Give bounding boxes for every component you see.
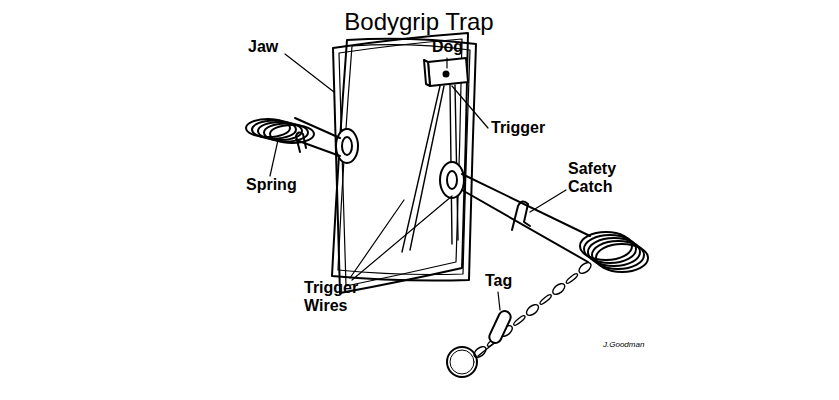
- tag: [487, 309, 512, 345]
- part-label: Safety Catch: [568, 160, 630, 196]
- jaw-frame: [332, 39, 476, 281]
- dog-hinge: [424, 60, 430, 86]
- part-label: Spring: [246, 176, 297, 194]
- chain-link: [539, 294, 552, 306]
- part-label: Tag: [485, 272, 512, 290]
- tag-link: [478, 344, 493, 356]
- chain-link: [577, 261, 593, 276]
- chain-link: [513, 315, 526, 327]
- signature: J.Goodman: [603, 340, 644, 349]
- leader-line: [446, 58, 447, 68]
- jaw-frame-inner: [339, 39, 462, 286]
- leader-line: [530, 190, 566, 212]
- dog-plate: [428, 58, 468, 86]
- leader-line: [498, 292, 500, 310]
- trigger-wire: [402, 86, 440, 252]
- pivot-eye: [342, 137, 352, 155]
- part-label: Trigger: [491, 119, 545, 137]
- diagram-title: Bodygrip Trap: [344, 8, 493, 36]
- spring-coil: [580, 232, 648, 272]
- ring: [450, 350, 474, 374]
- chain: [472, 261, 593, 360]
- coil-turn: [270, 125, 314, 143]
- leader-line: [350, 200, 404, 278]
- pivot-eye: [440, 162, 464, 198]
- leader-line: [352, 196, 452, 280]
- part-label: Trigger Wires: [304, 279, 374, 315]
- coil-turn: [596, 244, 648, 272]
- jaw-frame-inner: [338, 45, 470, 275]
- dog-hole: [444, 72, 449, 77]
- leader-line: [270, 140, 278, 176]
- ring: [447, 347, 477, 377]
- spring-catch: [296, 132, 306, 152]
- safety-catch: [512, 201, 530, 230]
- chain-link: [551, 282, 567, 297]
- part-label: Jaw: [248, 38, 278, 56]
- trigger-wire: [410, 86, 444, 250]
- leader-line: [285, 54, 334, 92]
- pivot-eye: [336, 129, 358, 163]
- pivot-eye: [447, 171, 457, 189]
- chain-link: [525, 303, 541, 318]
- leader-line: [452, 86, 488, 128]
- jaw-frame: [333, 33, 468, 293]
- part-label: Dog: [432, 38, 463, 56]
- chain-link: [565, 273, 578, 285]
- spring-arm: [462, 190, 588, 262]
